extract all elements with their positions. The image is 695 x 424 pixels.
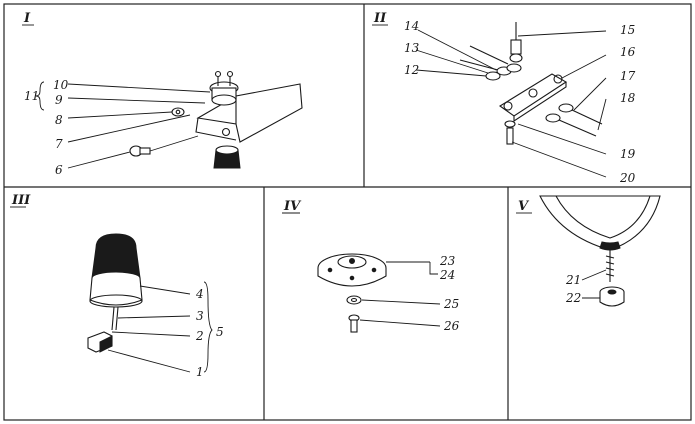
label-17: 17 [620,69,636,83]
wire-lower-b [545,113,597,137]
label-24: 24 [439,268,455,282]
nut [171,107,185,117]
panel-III: III 4 3 2 1 5 [10,193,224,379]
label-19: 19 [620,147,636,161]
terminal-block [209,70,239,106]
label-15: 15 [620,23,635,37]
washer [346,295,362,305]
panel-frames [3,3,692,421]
label-7: 7 [55,137,63,151]
lamp-housing [539,195,661,251]
screw [129,145,151,157]
threaded-stud [605,250,615,282]
wire-upper-c [469,45,522,73]
panel-IV: IV 23 24 25 26 [282,199,460,333]
label-20: 20 [619,171,636,185]
label-26: 26 [443,319,460,333]
wire-upper-a [439,71,501,81]
label-5: 5 [216,325,224,339]
label-18: 18 [620,91,636,105]
label-4: 4 [195,287,204,301]
label-3: 3 [196,309,204,323]
label-21: 21 [565,273,581,287]
rubber-grommet [599,286,625,307]
label-25: 25 [443,297,459,311]
label-9: 9 [55,93,63,107]
panel-I: I [22,11,303,177]
label-23: 23 [439,254,456,268]
panel-II: II [372,11,636,185]
panel-V-numeral: V [518,199,530,214]
label-1: 1 [196,365,204,379]
connector-strip [499,73,568,123]
bolt [504,120,516,145]
panel-III-numeral: III [11,193,31,208]
beacon-lamp [89,233,143,331]
panel-I-numeral: I [23,11,31,26]
rubber-cap [213,145,241,169]
panel-II-numeral: II [373,11,387,26]
label-12: 12 [404,63,419,77]
mounting-base [317,253,387,287]
label-22: 22 [565,291,581,305]
label-10: 10 [53,78,69,92]
wire-lower-a [558,103,603,125]
label-6: 6 [55,163,63,177]
label-11: 11 [24,89,39,103]
connector-plug [87,331,113,353]
label-13: 13 [404,41,420,55]
screw [348,314,360,333]
label-8: 8 [55,113,63,127]
label-16: 16 [620,45,636,59]
label-14: 14 [404,19,419,33]
panel-V: V 21 22 [516,195,661,307]
label-2: 2 [195,329,204,343]
panel-IV-numeral: IV [283,199,302,214]
terminal-lug [509,22,523,63]
